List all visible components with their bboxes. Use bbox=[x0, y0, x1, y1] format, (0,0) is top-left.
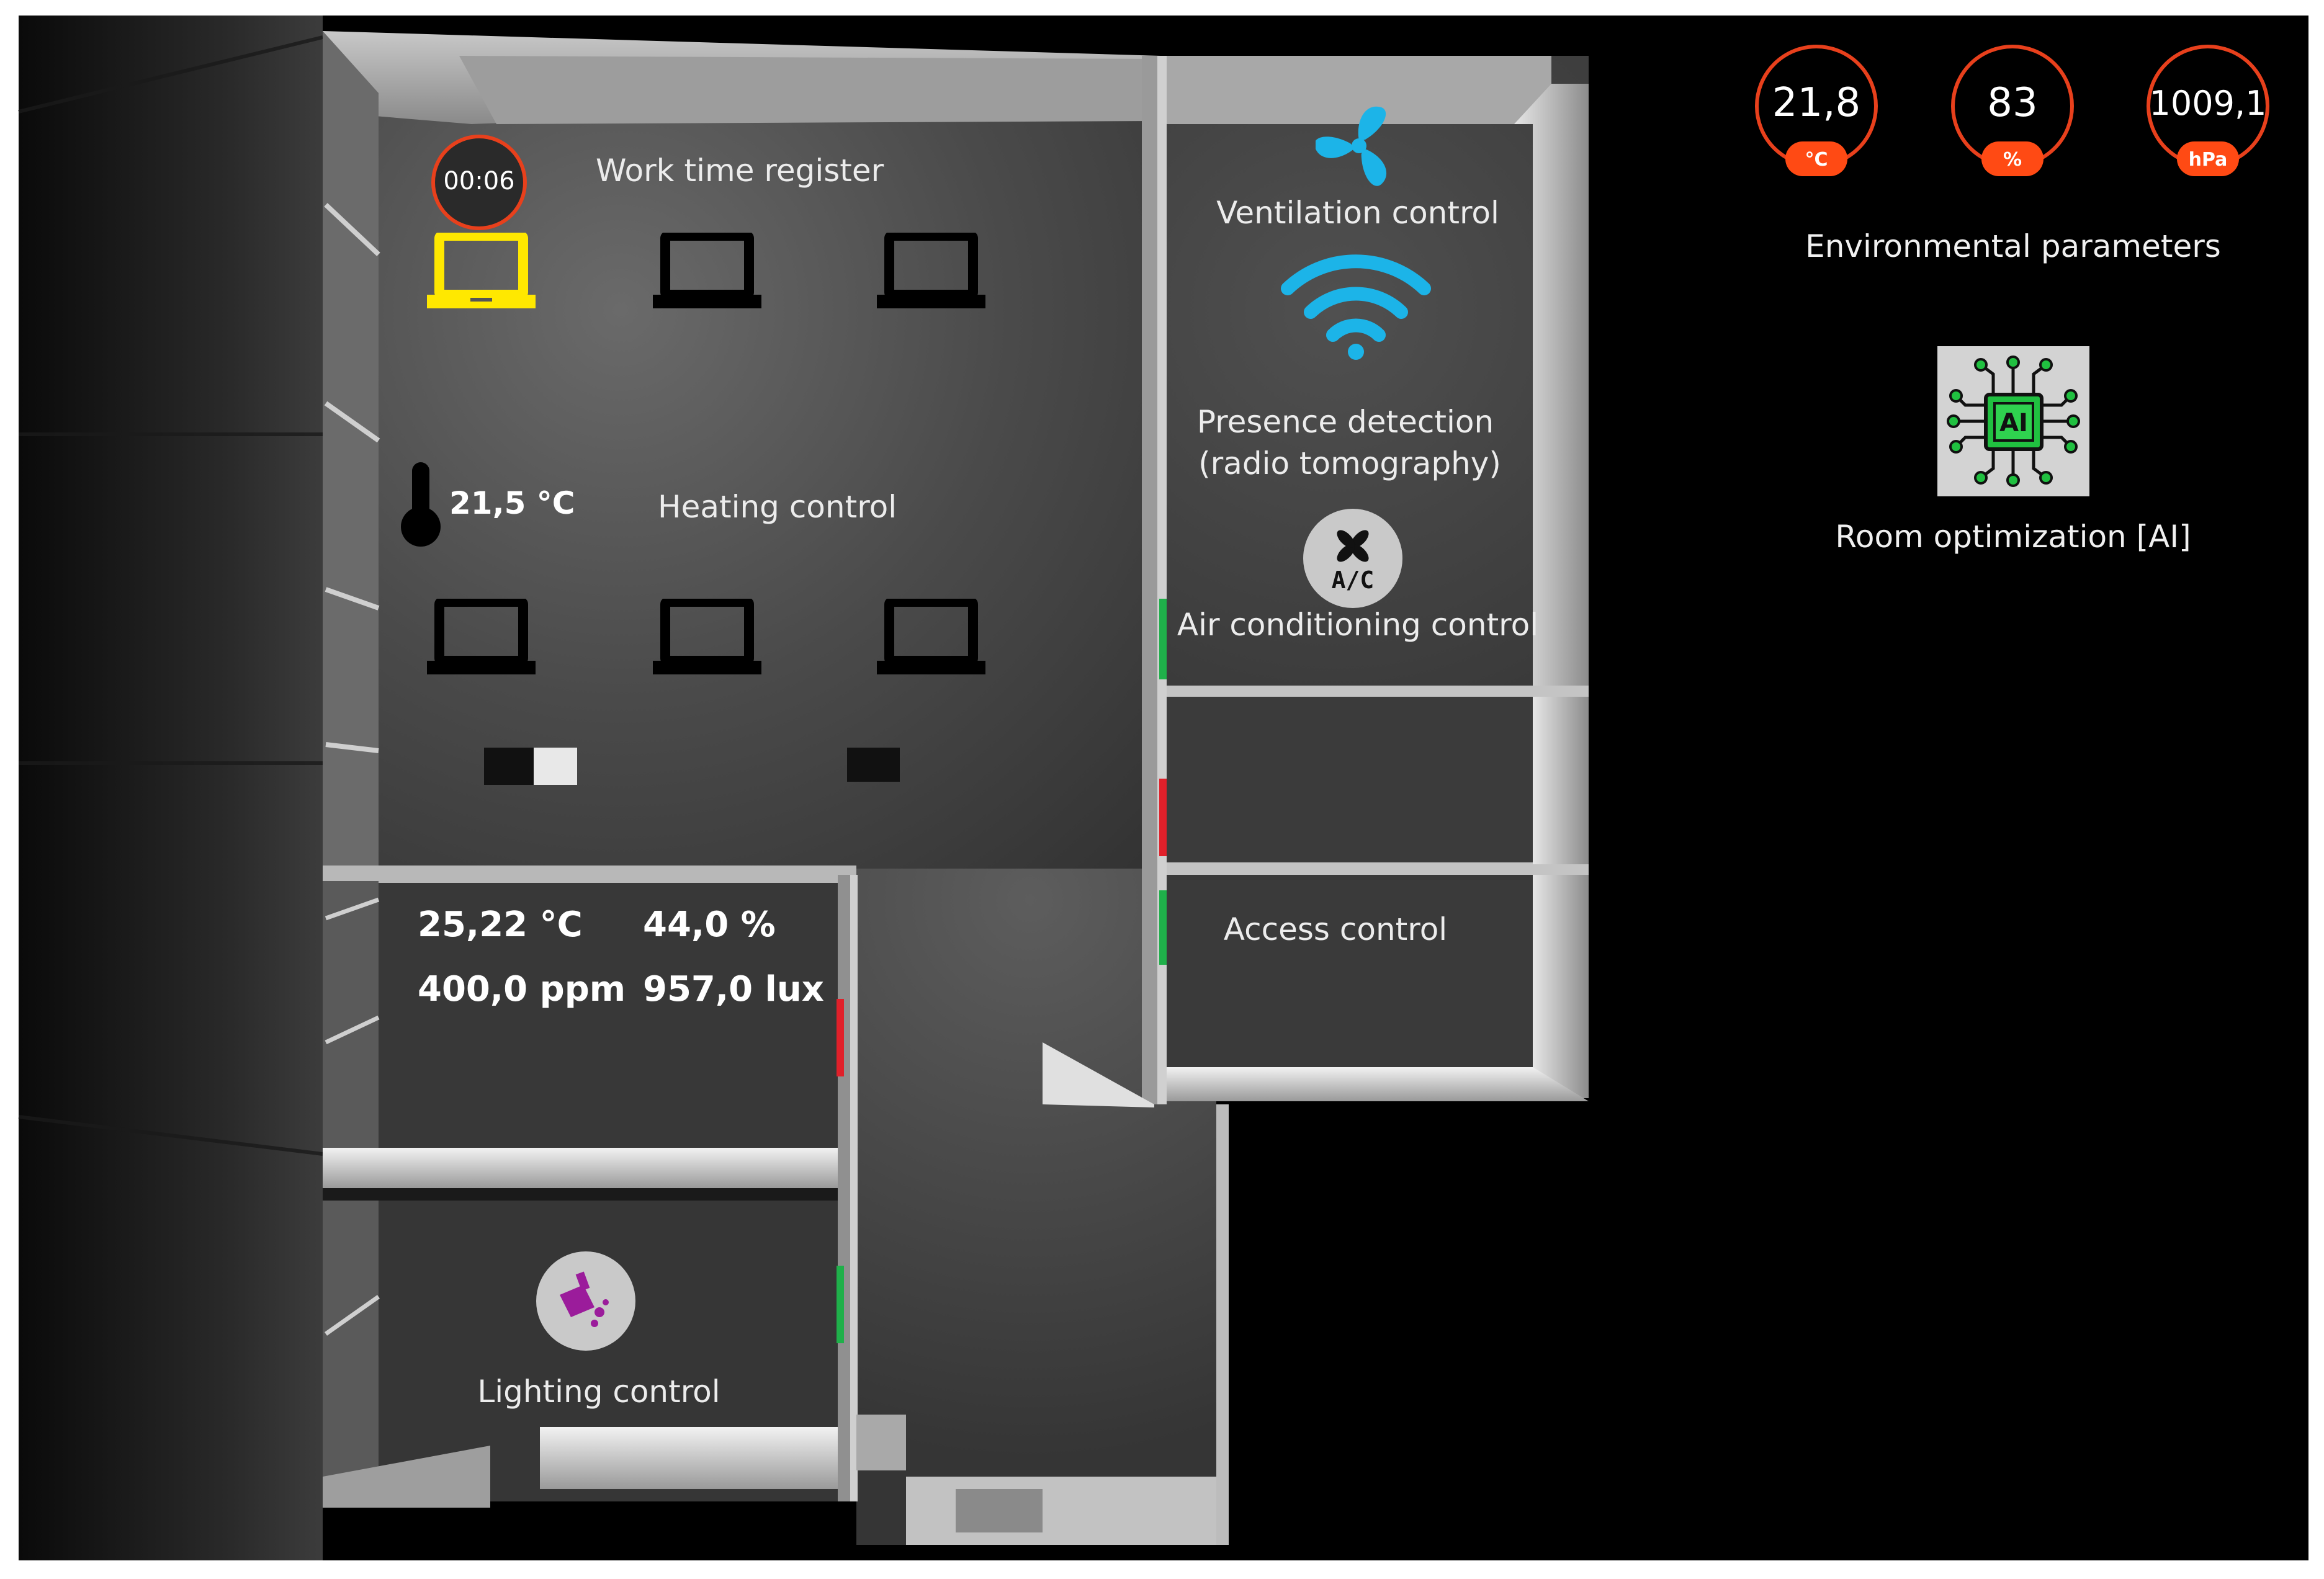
gauge-pressure-value: 1009,1 bbox=[2149, 84, 2267, 123]
outer-wall-lines bbox=[18, 35, 323, 1156]
ac-icon-text: A/C bbox=[1332, 566, 1375, 594]
ventilation-control-label[interactable]: Ventilation control bbox=[1216, 195, 1499, 231]
laptop-icon[interactable] bbox=[653, 599, 761, 679]
gauge-temperature-unit: °C bbox=[1805, 149, 1828, 171]
door-indicator-middle-room bbox=[1159, 779, 1167, 856]
outer-wall-shade bbox=[19, 16, 323, 1560]
main-floor bbox=[323, 37, 1160, 1545]
door-indicator-sensor-room bbox=[837, 999, 844, 1076]
air-conditioning-control-label[interactable]: Air conditioning control bbox=[1177, 607, 1539, 643]
presence-detection-label[interactable]: Presence detection bbox=[1196, 404, 1494, 440]
lighting-control-label[interactable]: Lighting control bbox=[477, 1374, 720, 1410]
laptop-active-icon[interactable] bbox=[427, 233, 536, 313]
laptop-icon[interactable] bbox=[877, 599, 985, 679]
access-control-label[interactable]: Access control bbox=[1223, 911, 1448, 947]
sensor-room-floor bbox=[329, 881, 844, 1191]
ac-icon[interactable]: A/C bbox=[1302, 508, 1404, 610]
heating-control-label[interactable]: Heating control bbox=[658, 489, 897, 525]
room-optimization-label[interactable]: Room optimization [AI] bbox=[1835, 519, 2191, 555]
projector-2 bbox=[847, 748, 900, 782]
fan-icon[interactable] bbox=[1316, 102, 1402, 189]
middle-room-floor bbox=[1167, 695, 1589, 869]
paint-bucket-icon[interactable] bbox=[535, 1250, 637, 1353]
door-indicator-ac-room bbox=[1159, 599, 1167, 679]
environmental-parameters-label: Environmental parameters bbox=[1805, 228, 2221, 264]
sensor-co2: 400,0 ppm bbox=[418, 969, 626, 1009]
gauge-humidity-unit: % bbox=[2003, 149, 2022, 171]
thermometer-icon[interactable] bbox=[398, 462, 443, 548]
ai-chip-icon[interactable]: AI bbox=[1937, 346, 2089, 496]
work-time-register-label[interactable]: Work time register bbox=[596, 153, 884, 189]
gauge-temperature-value: 21,8 bbox=[1772, 80, 1861, 126]
door-indicator-access-room bbox=[1159, 890, 1167, 965]
wifi-icon[interactable] bbox=[1278, 251, 1433, 360]
sensor-temperature: 25,22 °C bbox=[418, 905, 583, 945]
laptop-icon[interactable] bbox=[653, 233, 761, 313]
heating-temperature: 21,5 °C bbox=[449, 485, 575, 521]
work-timer-ring[interactable] bbox=[428, 132, 530, 233]
gauge-humidity[interactable] bbox=[1949, 42, 2076, 185]
sensor-illuminance: 957,0 lux bbox=[643, 969, 824, 1009]
walls bbox=[323, 31, 1589, 1545]
door-indicator-lighting-room bbox=[837, 1266, 844, 1343]
gauge-pressure-unit: hPa bbox=[2188, 149, 2228, 171]
gauge-humidity-value: 83 bbox=[1987, 80, 2038, 126]
laptop-icon[interactable] bbox=[877, 233, 985, 313]
laptop-icon[interactable] bbox=[427, 599, 536, 679]
sensor-humidity: 44,0 % bbox=[643, 905, 776, 945]
access-room-floor bbox=[1167, 875, 1589, 1098]
presence-detection-sublabel: (radio tomography) bbox=[1198, 445, 1501, 481]
ai-chip-text: AI bbox=[1999, 409, 2028, 437]
work-timer-value: 00:06 bbox=[443, 167, 515, 195]
gauge-temperature[interactable] bbox=[1752, 42, 1880, 185]
gauge-pressure[interactable] bbox=[2144, 42, 2272, 185]
projector-1 bbox=[484, 748, 577, 785]
